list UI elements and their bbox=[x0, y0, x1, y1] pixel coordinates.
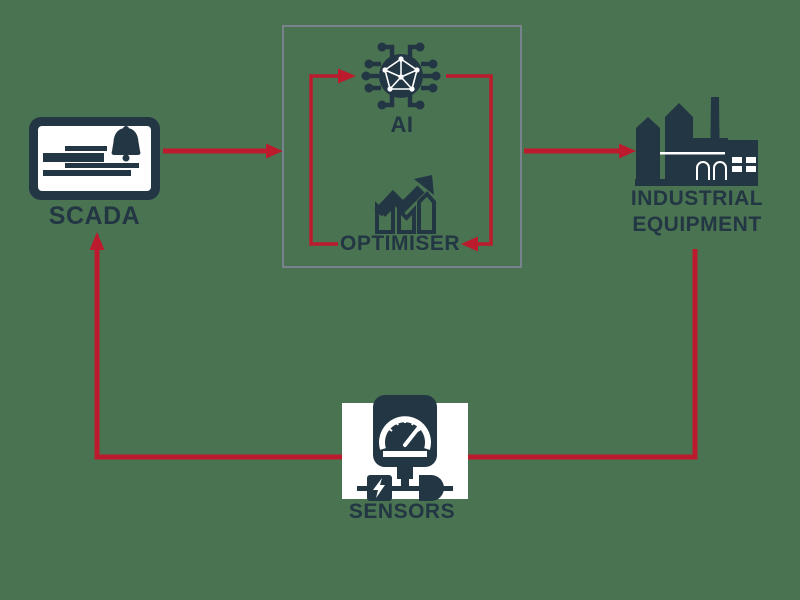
bell-icon bbox=[111, 126, 141, 162]
scada-label: SCADA bbox=[48, 202, 141, 230]
ai-optimiser-box bbox=[282, 25, 522, 268]
arrowhead-optimiser-to-ai bbox=[338, 68, 356, 84]
arrowhead-box-to-equipment bbox=[619, 143, 636, 159]
arrowhead-scada-to-box bbox=[266, 143, 283, 159]
sensors-label: SENSORS bbox=[348, 500, 456, 523]
ai-label: AI bbox=[390, 112, 414, 137]
industrial-equipment-label-line1: INDUSTRIAL bbox=[630, 187, 764, 210]
growth-chart-icon bbox=[374, 175, 436, 234]
factory-icon bbox=[635, 97, 758, 186]
ai-network-chip-icon bbox=[361, 42, 441, 110]
pressure-gauge-sensor-icon bbox=[357, 395, 453, 501]
scada-monitor-bell-icon bbox=[29, 117, 160, 200]
arrowhead-ai-to-optimiser bbox=[461, 236, 478, 252]
arrow-optimiser-to-ai bbox=[309, 74, 339, 246]
lightning-bolt-glyph bbox=[373, 478, 385, 498]
arrowhead-to-scada bbox=[89, 232, 105, 250]
industrial-equipment-label: INDUSTRIAL EQUIPMENT bbox=[597, 186, 797, 238]
industrial-equipment-label-line2: EQUIPMENT bbox=[632, 213, 762, 236]
arrow-ai-to-optimiser bbox=[446, 74, 493, 246]
network-graph-glyph bbox=[384, 58, 418, 90]
optimiser-label: OPTIMISER bbox=[339, 232, 460, 255]
